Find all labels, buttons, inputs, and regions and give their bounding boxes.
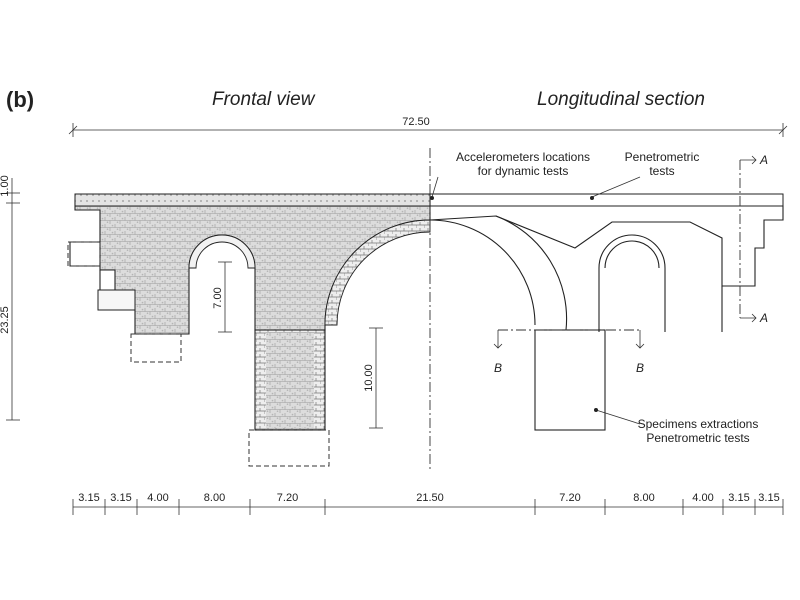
section-main-arch [429,215,568,331]
section-deck [429,193,784,207]
bottom-dimension-label: 8.00 [204,492,225,504]
penetrometric-label-line1: Penetrometric [625,150,700,164]
penetrometric-marker [590,196,594,200]
frontal-view-title: Frontal view [212,89,316,110]
bottom-dimension-chain: 3.15 3.15 4.00 8.00 7.20 21.50 7.20 8.00 4.00 3.1… [72,492,784,515]
foundation-dashed-pier [248,429,330,467]
bottom-dimension-label: 4.00 [147,492,168,504]
panel-label: (b) [6,87,34,112]
overall-length-label: 72.50 [402,116,430,128]
section-a-top-letter: A [759,153,768,167]
section-b-left-letter: B [494,361,502,375]
specimens-label-line2: Penetrometric tests [646,431,749,445]
accelerometers-leader [431,176,439,198]
bottom-dimension-label: 4.00 [692,492,713,504]
section-b-arrow-right [635,330,645,349]
section-small-arch [598,234,666,269]
accelerometers-label-line1: Accelerometers locations [456,150,590,164]
penetrometric-label-line2: tests [649,164,674,178]
height-dimension-line [6,178,20,421]
section-a-bottom-letter: A [759,311,768,325]
section-b-right-letter: B [636,361,644,375]
frontal-deck [74,193,431,207]
small-arch-ring [188,234,256,269]
left-abutment-upper-block [67,241,101,267]
pier-height-label: 10.00 [363,364,375,392]
bottom-dimension-label: 3.15 [110,492,131,504]
longitudinal-section-title: Longitudinal section [537,89,705,110]
overall-length-dimension [68,123,788,137]
pier-height-dimension [369,327,383,429]
side-arch-height-dimension [218,261,232,333]
deck-height-label: 1.00 [0,175,11,196]
bottom-dimension-label: 7.20 [559,492,580,504]
specimens-label-line1: Specimens extractions [638,417,759,431]
section-a-arrow-top [740,155,757,165]
section-outline [429,205,784,287]
total-height-label: 23.25 [0,306,11,334]
accelerometer-marker [430,196,434,200]
section-b-arrow-left [493,330,503,349]
section-a-arrow-bottom [740,313,757,323]
penetrometric-leader [591,176,641,198]
bottom-dimension-label: 3.15 [758,492,779,504]
bottom-dimension-label: 8.00 [633,492,654,504]
bottom-dimension-label: 3.15 [78,492,99,504]
foundation-dashed-left [130,333,182,363]
specimens-marker [594,408,598,412]
side-arch-height-label: 7.00 [212,287,224,308]
left-abutment-block [97,289,136,311]
accelerometers-label-line2: for dynamic tests [478,164,569,178]
bottom-dimension-label: 7.20 [277,492,298,504]
specimens-leader [595,409,641,425]
section-pier [534,329,606,431]
bottom-dimension-label: 21.50 [416,492,444,504]
pier-center-infill [266,332,314,428]
bottom-dimension-label: 3.15 [728,492,749,504]
